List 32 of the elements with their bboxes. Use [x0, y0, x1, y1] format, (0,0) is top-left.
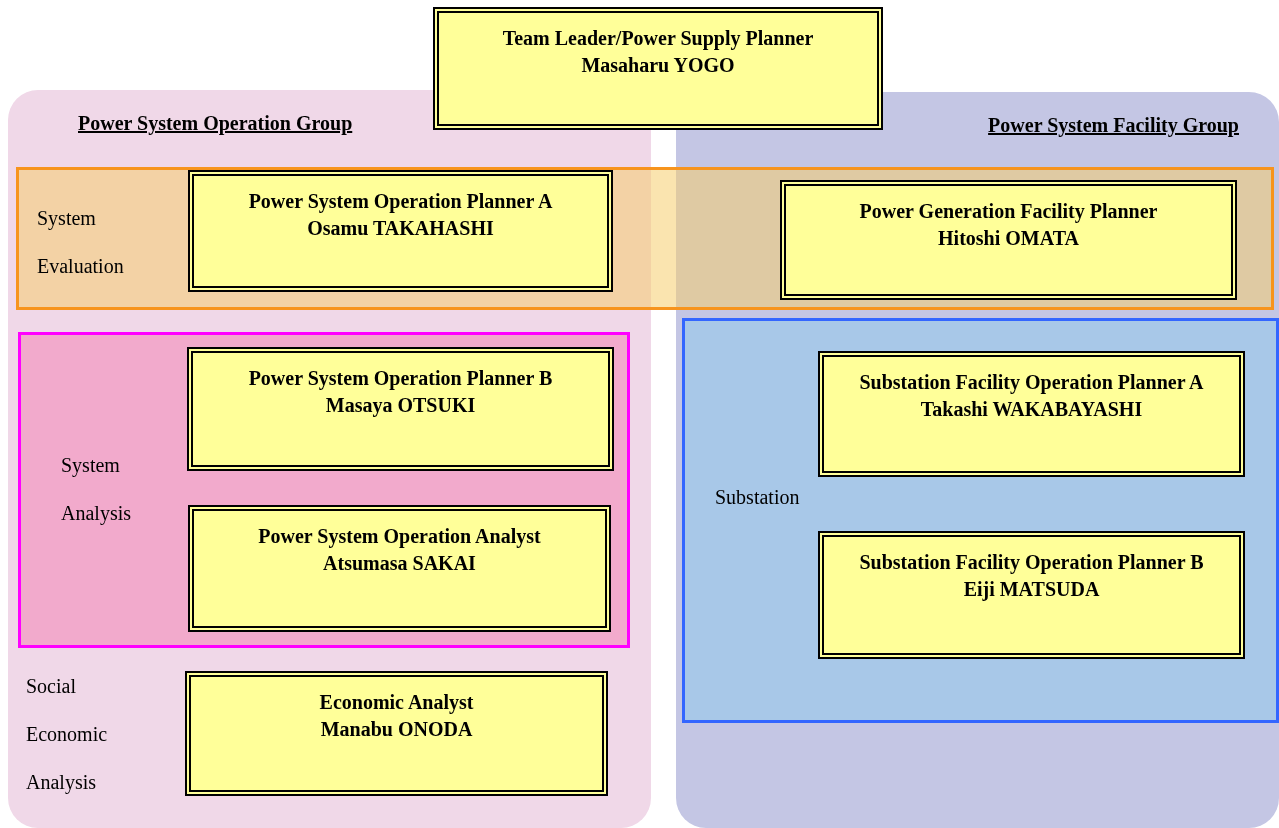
- team-frame: [682, 318, 1279, 723]
- person-name: Atsumasa SAKAI: [323, 551, 476, 576]
- person-name: Takashi WAKABAYASHI: [920, 397, 1143, 422]
- role-title: Substation Facility Operation Planner A: [859, 370, 1204, 396]
- role-card: [818, 531, 1245, 659]
- role-title: Team Leader/Power Supply Planner: [502, 26, 814, 52]
- role-title: Power Generation Facility Planner: [859, 199, 1158, 225]
- team-label: System Analysis: [61, 453, 132, 527]
- role-card: [818, 351, 1245, 477]
- role-title: Economic Analyst: [319, 690, 474, 716]
- role-card: [185, 671, 608, 796]
- role-card: [187, 347, 614, 471]
- person-name: Manabu ONODA: [320, 717, 473, 742]
- team-frame: [18, 332, 630, 648]
- role-title: Substation Facility Operation Planner B: [859, 550, 1204, 576]
- group-title: Power System Operation Group: [78, 112, 353, 135]
- role-title: Power System Operation Planner A: [248, 189, 553, 215]
- person-name: Osamu TAKAHASHI: [307, 216, 494, 241]
- person-name: Eiji MATSUDA: [963, 577, 1100, 603]
- role-title: Power System Operation Planner B: [248, 366, 553, 392]
- person-name: Masaya OTSUKI: [325, 393, 476, 419]
- team-label: Substation: [715, 485, 801, 510]
- person-name: Masaharu YOGO: [581, 53, 735, 78]
- role-title: Power System Operation Analyst: [258, 524, 541, 550]
- person-name: Hitoshi OMATA: [938, 226, 1079, 251]
- role-card: [188, 170, 613, 292]
- role-card: [433, 7, 883, 130]
- team-label: System Evaluation: [37, 206, 125, 279]
- group-title: Power System Facility Group: [988, 114, 1239, 137]
- role-card: [188, 505, 611, 632]
- role-card: [780, 180, 1237, 300]
- team-label: Social Economic Analysis: [26, 674, 109, 796]
